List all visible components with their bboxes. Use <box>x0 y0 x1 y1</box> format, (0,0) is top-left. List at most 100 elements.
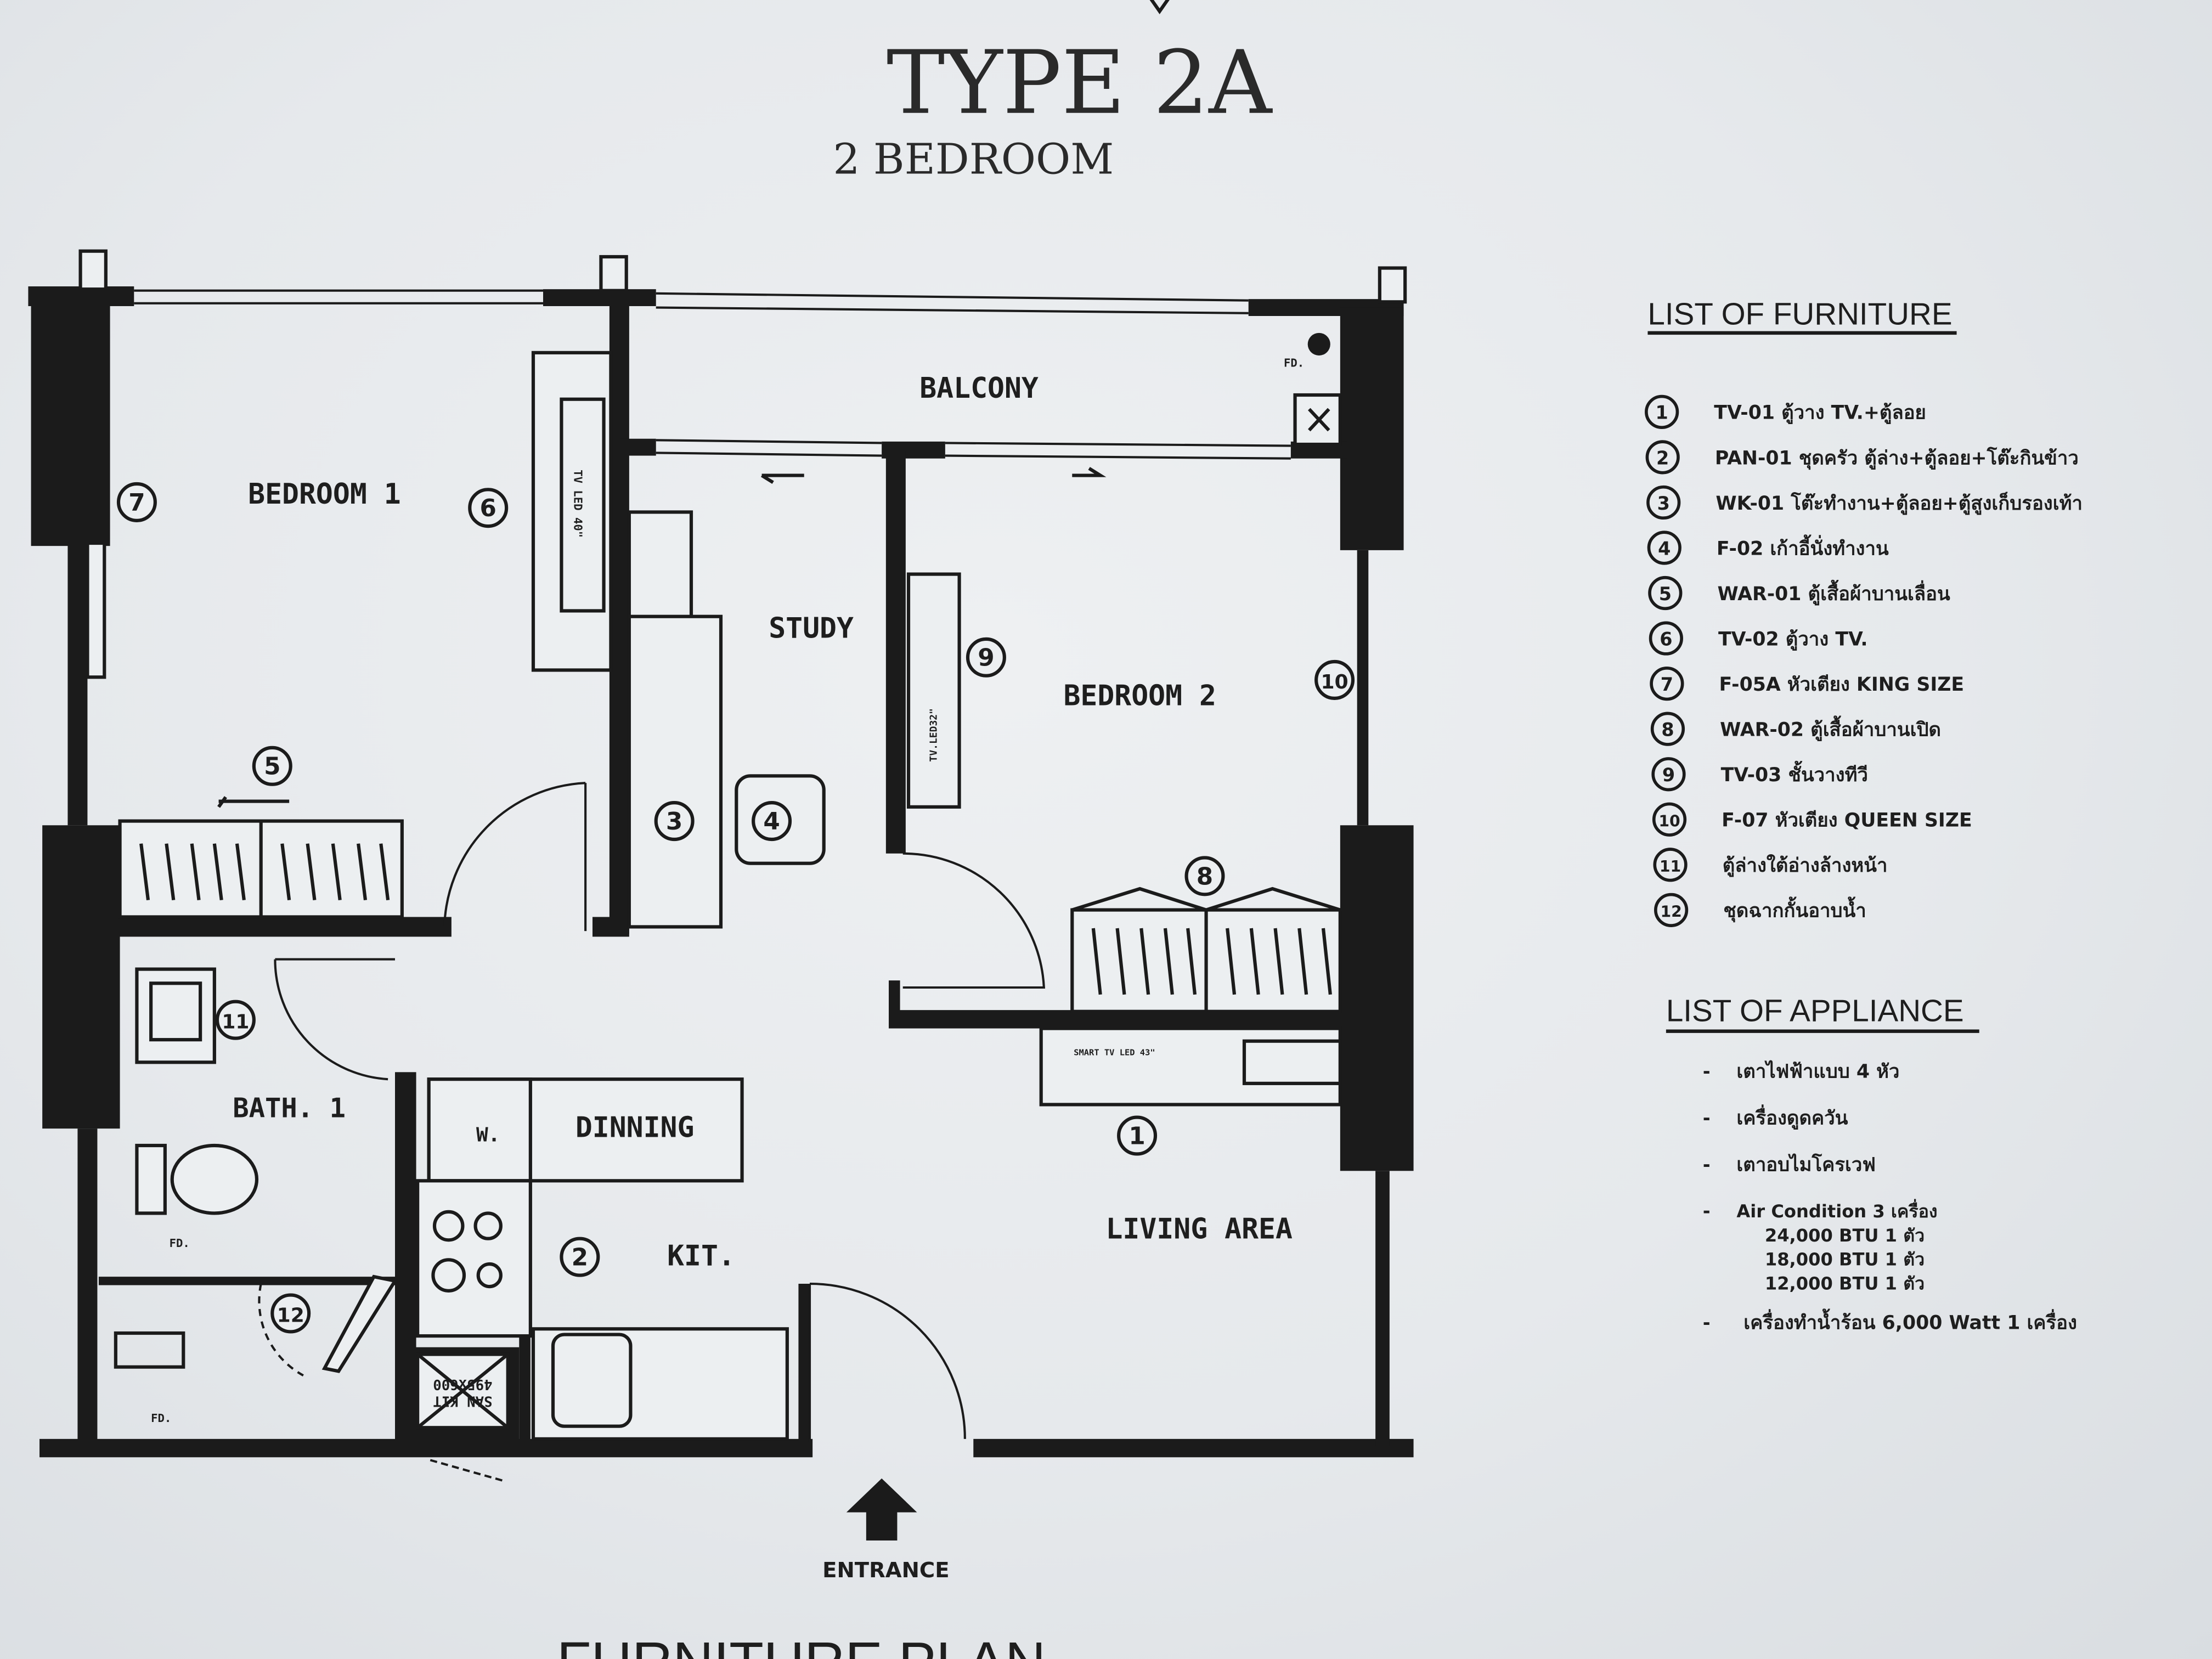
marker-3: 3 <box>654 801 695 842</box>
room-label-living: LIVING AREA <box>1105 1213 1292 1246</box>
appliance-legend: LIST OF APPLIANCE - เตาไฟฟ้าแบบ 4 หัว - เคร… <box>1666 994 2077 1334</box>
marker-circle <box>752 801 792 842</box>
legend-number-circle <box>1654 893 1689 927</box>
legend-number-circle <box>1651 757 1686 792</box>
arrow-mark <box>1149 0 1170 14</box>
marker-4: 4 <box>752 801 792 842</box>
appliance-item: 24,000 BTU 1 ตัว <box>1765 1225 1925 1246</box>
marker-number: 4 <box>763 808 780 836</box>
appliance-text: 18,000 BTU 1 ตัว <box>1765 1249 1925 1270</box>
appliance-text: เตาอบไมโครเวฟ <box>1736 1153 1876 1176</box>
marker-circle <box>560 1237 600 1277</box>
entrance-label: ENTRANCE <box>822 1558 949 1583</box>
legend-number: 4 <box>1658 538 1671 559</box>
furniture-legend-item: 11 ตู้ล่างใต้อ่างล้างหน้า <box>1653 848 1888 882</box>
legend-number: 10 <box>1658 812 1680 831</box>
marker-5: 5 <box>252 746 292 786</box>
legend-number-circle <box>1652 802 1687 837</box>
room-label-bedroom2: BEDROOM 2 <box>1063 680 1216 713</box>
entrance-arrow-icon <box>846 1478 917 1541</box>
room-label-kitchen: KIT. <box>667 1240 735 1273</box>
appliance-bullet: - <box>1703 1200 1711 1222</box>
room-label-study: STUDY <box>769 612 854 645</box>
marker-circle <box>1117 1115 1158 1156</box>
tv-note-bedroom2: TV.LED32" <box>928 708 939 762</box>
room-label-balcony: BALCONY <box>919 372 1039 405</box>
appliance-text: 12,000 BTU 1 ตัว <box>1765 1273 1925 1294</box>
furniture <box>114 332 1342 1482</box>
marker-12: 12 <box>270 1293 311 1334</box>
marker-9: 9 <box>966 637 1006 678</box>
walls <box>28 249 1414 1458</box>
marker-number: 11 <box>222 1011 249 1034</box>
legend-number-circle <box>1645 394 1679 429</box>
floor-drain-label: FD. <box>151 1412 171 1425</box>
marker-number: 9 <box>978 644 994 672</box>
room-label-bath1: BATH. 1 <box>233 1093 346 1124</box>
legend-number-circle <box>1650 712 1685 746</box>
appliance-text: เครื่องดูดควัน <box>1736 1104 1848 1130</box>
legend-number: 3 <box>1657 493 1670 514</box>
legend-text: WAR-01 ตู้เสื้อผ้าบานเลื่อน <box>1717 579 1950 606</box>
footer-title: FURNITURE PLAN <box>557 1630 1046 1659</box>
furniture-legend-item: 6 TV-02 ตู้วาง TV. <box>1649 621 1868 656</box>
marker-number: 7 <box>128 489 145 517</box>
legend-text: TV-03 ชั้นวางทีวี <box>1721 760 1868 786</box>
legend-text: PAN-01 ชุดครัว ตู้ล่าง+ตู้ลอย+โต๊ะกินข้า… <box>1715 446 2079 470</box>
legend-text: F-05A หัวเตียง KING SIZE <box>1719 674 1965 696</box>
appliance-item: -Air Condition 3 เครื่อง <box>1703 1199 1938 1222</box>
legend-text: TV-01 ตู้วาง TV.+ตู้ลอย <box>1714 402 1926 425</box>
appliance-bullet: - <box>1703 1154 1711 1175</box>
marker-circle <box>1184 856 1225 896</box>
marker-circle <box>1314 659 1355 700</box>
appliance-text: เตาไฟฟ้าแบบ 4 หัว <box>1736 1060 1899 1083</box>
marker-circle <box>966 637 1006 678</box>
marker-number: 2 <box>572 1244 588 1272</box>
appliance-bullet: - <box>1703 1312 1711 1333</box>
furniture-legend-item: 9 TV-03 ชั้นวางทีวี <box>1651 757 1868 792</box>
marker-number: 10 <box>1321 671 1348 693</box>
appliance-item: - เตาอบไมโครเวฟ <box>1703 1153 1876 1176</box>
floor-drain-label: FD. <box>1284 357 1304 370</box>
appliance-bullet: - <box>1703 1107 1711 1128</box>
legend-number-circle <box>1650 667 1684 701</box>
marker-11: 11 <box>215 1000 256 1040</box>
room-label-washer: W. <box>476 1124 500 1146</box>
furniture-legend-item: 2 PAN-01 ชุดครัว ตู้ล่าง+ตู้ลอย+โต๊ะกินข้… <box>1645 440 2079 475</box>
marker-circle <box>252 746 292 786</box>
legend-number: 7 <box>1661 674 1673 695</box>
appliance-item: - เครื่องดูดควัน <box>1703 1104 1848 1130</box>
furniture-legend-item: 7 F-05A หัวเตียง KING SIZE <box>1650 667 1965 701</box>
legend-number-circle <box>1649 621 1683 656</box>
legend-number: 2 <box>1656 447 1669 469</box>
marker-number: 8 <box>1197 862 1213 890</box>
plan-subtitle: 2 BEDROOM <box>833 134 1114 184</box>
legend-text: ตู้ล่างใต้อ่างล้างหน้า <box>1723 854 1888 877</box>
legend-text: F-02 เก้าอี้นั่งทำงาน <box>1717 534 1889 560</box>
marker-number: 1 <box>1128 1122 1145 1150</box>
marker-circle <box>654 801 695 842</box>
tv-note-bedroom1: TV LED 40" <box>572 470 585 538</box>
tv-note-living: SMART TV LED 43" <box>1074 1047 1155 1057</box>
marker-number: 3 <box>666 808 682 836</box>
legend-number: 9 <box>1662 764 1675 786</box>
legend-number-circle <box>1653 848 1688 882</box>
legend-number: 11 <box>1660 857 1681 876</box>
marker-number: 5 <box>264 753 280 781</box>
legend-text: TV-02 ตู้วาง TV. <box>1718 628 1868 651</box>
legend-number: 8 <box>1661 719 1674 741</box>
legend-number-circle <box>1648 575 1683 611</box>
appliance-legend-heading: LIST OF APPLIANCE <box>1666 994 1964 1028</box>
legend-number: 6 <box>1660 628 1672 650</box>
marker-circle <box>116 482 157 522</box>
legend-number-circle <box>1647 531 1681 565</box>
furniture-legend-heading: LIST OF FURNITURE <box>1647 296 1952 331</box>
